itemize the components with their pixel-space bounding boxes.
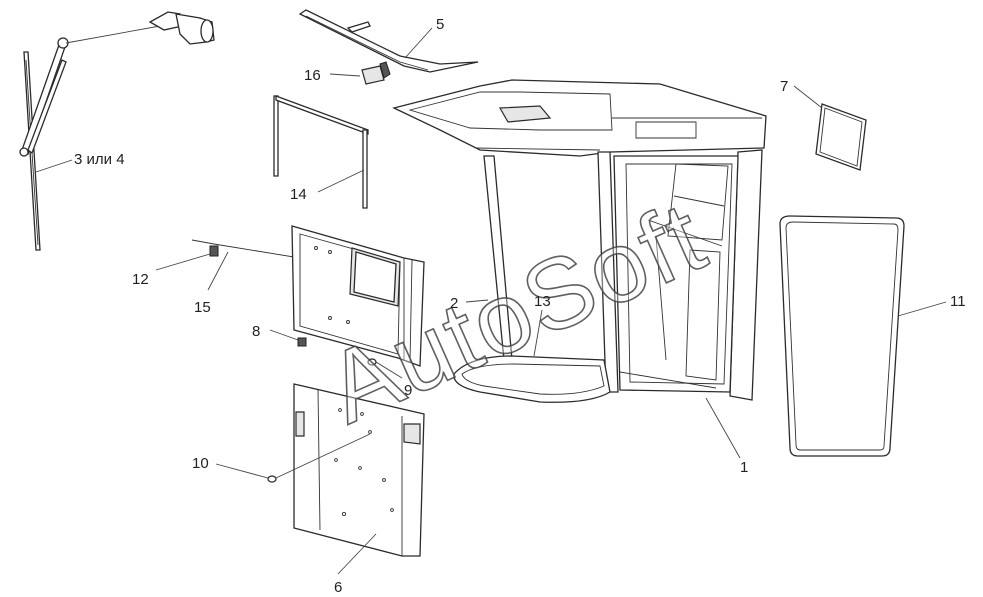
rear-glass [779,215,947,457]
callout-2: 2 [450,295,459,312]
callout-13: 13 [534,293,551,310]
callout-11: 11 [950,293,966,310]
callout-10: 10 [192,455,209,472]
callout-1: 1 [740,459,749,476]
switch-block [329,61,391,85]
side-window-pane [793,85,867,171]
callout-15: 15 [194,299,211,316]
callout-9: 9 [404,382,413,399]
callout-12: 12 [132,271,149,288]
pin-part [215,433,371,483]
callout-3: 3 или 4 [74,151,125,168]
callout-6: 6 [334,579,343,596]
callout-5: 5 [436,16,445,33]
upper-side-panel [291,225,425,379]
bolt-part [269,329,307,347]
leader-13 [533,309,543,357]
front-visor-trim [298,9,479,73]
leader-2 [465,299,489,303]
cab-frame [392,79,767,403]
callout-8: 8 [252,323,261,340]
leader-1 [705,397,741,459]
callout-7: 7 [780,78,789,95]
wiper-assembly [19,11,215,251]
callout-16: 16 [304,67,321,84]
lower-side-panel [293,383,425,575]
callout-14: 14 [290,186,307,203]
handrail-frame [273,95,369,209]
clip-and-cable [155,239,301,291]
